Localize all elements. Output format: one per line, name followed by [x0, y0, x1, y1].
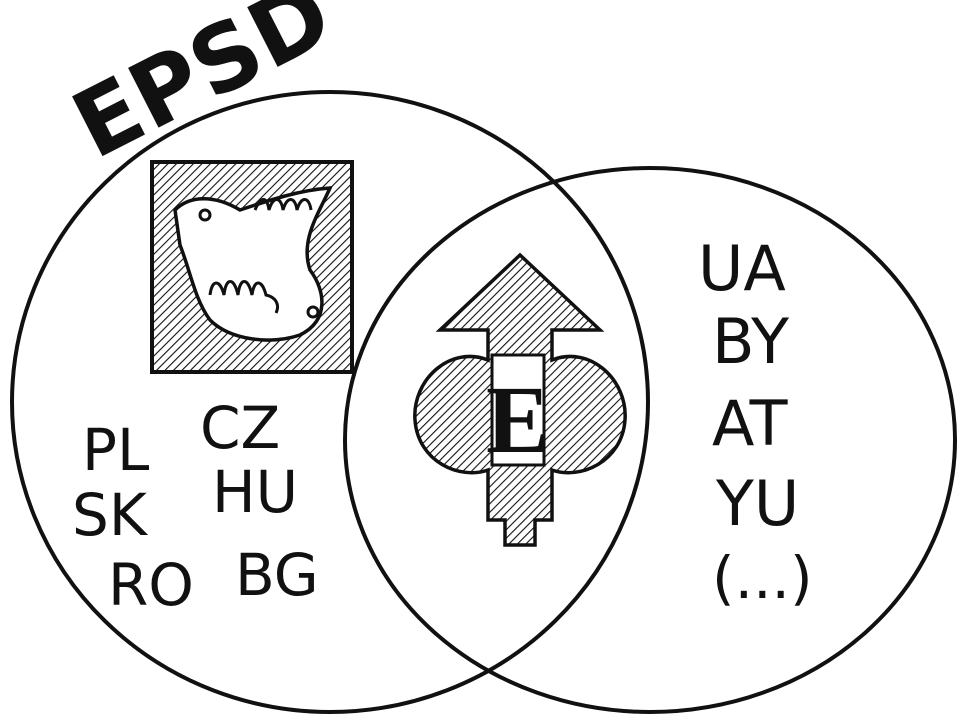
emblem-letter: E	[486, 366, 550, 473]
code-more: (...)	[712, 544, 813, 612]
code-hu: HU	[212, 458, 298, 526]
diagram-title: EPSD	[56, 0, 348, 180]
code-bg: BG	[235, 541, 319, 609]
code-pl: PL	[82, 416, 149, 484]
right-codes: UA BY AT YU (...)	[698, 232, 813, 612]
scout-fleur-de-lis-icon: E	[415, 255, 625, 545]
code-sk: SK	[72, 481, 149, 549]
code-ro: RO	[108, 551, 194, 619]
code-cz: CZ	[200, 394, 280, 462]
code-at: AT	[712, 387, 789, 460]
code-ua: UA	[698, 232, 786, 305]
code-yu: YU	[715, 467, 799, 540]
dove-with-hand-icon	[152, 162, 352, 372]
code-by: BY	[712, 305, 789, 378]
left-codes: PL CZ SK HU RO BG	[72, 394, 319, 619]
